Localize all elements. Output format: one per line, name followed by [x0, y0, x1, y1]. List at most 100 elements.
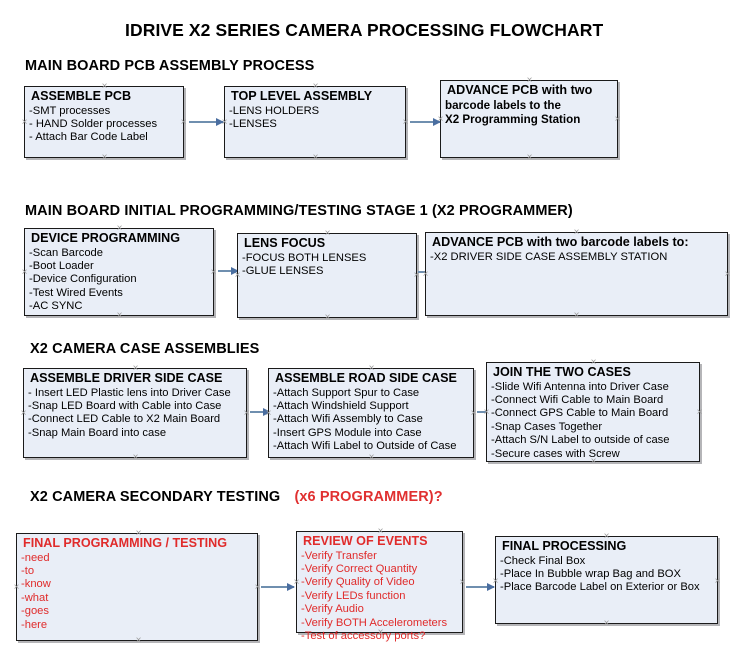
box-line: -Connect Wifi Cable to Main Board — [491, 394, 664, 407]
connector-handle-left[interactable] — [292, 578, 301, 587]
box-line: - Attach Bar Code Label — [29, 131, 148, 144]
box-title: ASSEMBLE PCB — [31, 89, 132, 103]
box-line: -know — [21, 578, 51, 591]
box-title: ADVANCE PCB with two — [447, 83, 593, 97]
connector-handle-top[interactable] — [134, 529, 143, 538]
connector-handle-left[interactable] — [421, 270, 430, 279]
box-line: -LENSES — [229, 118, 277, 131]
box-line: X2 Programming Station — [445, 112, 581, 126]
process-box-device-programming[interactable]: DEVICE PROGRAMMING -Scan Barcode -Boot L… — [24, 228, 214, 316]
connector-handle-top[interactable] — [131, 364, 140, 373]
connector-handle-bottom[interactable] — [525, 153, 534, 162]
box-line: -Attach Support Spur to Case — [273, 386, 420, 399]
connector-handle-left[interactable] — [19, 409, 28, 418]
connector-handle-bottom[interactable] — [131, 453, 140, 462]
process-box-join-the-two-cases[interactable]: JOIN THE TWO CASES -Slide Wifi Antenna i… — [486, 362, 700, 462]
connector-handle-right[interactable] — [723, 270, 732, 279]
box-line: -Snap Main Board into case — [28, 426, 167, 439]
box-line: -Secure cases with Screw — [491, 447, 620, 460]
connector-handle-top[interactable] — [602, 532, 611, 541]
box-line: -LENS HOLDERS — [229, 104, 320, 117]
box-title: REVIEW OF EVENTS — [303, 534, 428, 548]
connector-handle-left[interactable] — [264, 409, 273, 418]
section-heading-main-board-pcb-assembly-process: MAIN BOARD PCB ASSEMBLY PROCESS — [25, 58, 314, 74]
connector-handle-right[interactable] — [179, 118, 188, 127]
connector-handle-left[interactable] — [436, 115, 445, 124]
connector-handle-bottom[interactable] — [602, 619, 611, 628]
connector-handle-top[interactable] — [525, 76, 534, 85]
box-line: - Insert LED Plastic lens into Driver Ca… — [28, 386, 231, 399]
connector-handle-left[interactable] — [20, 268, 29, 277]
connector-handle-left[interactable] — [491, 577, 500, 586]
connector-handle-right[interactable] — [695, 408, 704, 417]
process-box-top-level-assembly[interactable]: TOP LEVEL ASSEMBLY -LENS HOLDERS -LENSES — [224, 86, 406, 158]
section-heading-text: MAIN BOARD PCB ASSEMBLY PROCESS — [25, 58, 315, 74]
section-heading-main-board-initial-programming-testing-stage-1: MAIN BOARD INITIAL PROGRAMMING/TESTING S… — [25, 203, 573, 219]
connector-handle-top[interactable] — [100, 82, 109, 91]
connector-handle-bottom[interactable] — [134, 636, 143, 645]
box-line: -Attach Wifi Label to Outside of Case — [273, 440, 457, 453]
process-box-advance-pcb-to-driver-side-case-assembly[interactable]: ADVANCE PCB with two barcode labels to: … — [425, 232, 728, 316]
connector-handle-bottom[interactable] — [376, 628, 385, 637]
connector-handle-bottom[interactable] — [323, 313, 332, 322]
section-heading-x2-camera-secondary-testing: X2 CAMERA SECONDARY TESTING (x6 PROGRAMM… — [30, 489, 443, 505]
connector-handle-top[interactable] — [376, 527, 385, 536]
box-line: -AC SYNC — [29, 300, 83, 313]
box-title: LENS FOCUS — [244, 236, 326, 250]
connector-handle-top[interactable] — [572, 228, 581, 237]
box-line: -Insert GPS Module into Case — [273, 426, 422, 439]
process-box-assemble-driver-side-case[interactable]: ASSEMBLE DRIVER SIDE CASE - Insert LED P… — [23, 368, 247, 458]
connector-handle-left[interactable] — [220, 118, 229, 127]
box-line: -FOCUS BOTH LENSES — [242, 251, 367, 264]
connector-handle-bottom[interactable] — [311, 153, 320, 162]
box-title: TOP LEVEL ASSEMBLY — [231, 89, 373, 103]
process-box-advance-pcb-to-x2-programming-station[interactable]: ADVANCE PCB with two barcode labels to t… — [440, 80, 618, 158]
process-box-final-processing[interactable]: FINAL PROCESSING -Check Final Box -Place… — [495, 536, 718, 624]
connector-handle-bottom[interactable] — [572, 311, 581, 320]
box-line: -Verify LEDs function — [301, 589, 406, 602]
connector-handle-top[interactable] — [311, 82, 320, 91]
box-title: DEVICE PROGRAMMING — [31, 231, 181, 245]
connector-handle-bottom[interactable] — [589, 457, 598, 466]
box-line: -Snap Cases Together — [491, 420, 603, 433]
connector-handle-right[interactable] — [713, 577, 722, 586]
connector-handle-top[interactable] — [589, 358, 598, 367]
box-line: -Attach Windshield Support — [273, 400, 409, 413]
section-heading-text: X2 CAMERA CASE ASSEMBLIES — [30, 341, 260, 357]
process-box-assemble-pcb[interactable]: ASSEMBLE PCB -SMT processes - HAND Solde… — [24, 86, 184, 158]
connector-handle-bottom[interactable] — [100, 153, 109, 162]
box-line: -goes — [21, 605, 49, 618]
connector-handle-bottom[interactable] — [367, 453, 376, 462]
connector-arrow — [466, 582, 495, 591]
connector-handle-top[interactable] — [323, 229, 332, 238]
process-box-final-programming-testing[interactable]: FINAL PROGRAMMING / TESTING -need -to -k… — [16, 533, 258, 641]
box-line: -Scan Barcode — [29, 246, 104, 259]
connector-handle-top[interactable] — [367, 364, 376, 373]
box-line: -Verify Quality of Video — [301, 576, 415, 589]
connector-handle-right[interactable] — [401, 118, 410, 127]
box-line: -Verify Audio — [301, 603, 364, 616]
box-line: barcode labels to the — [445, 98, 561, 112]
page-title: IDRIVE X2 SERIES CAMERA PROCESSING FLOWC… — [125, 20, 604, 40]
box-line: -Snap LED Board with Cable into Case — [28, 400, 222, 413]
connector-handle-top[interactable] — [115, 224, 124, 233]
box-title: FINAL PROGRAMMING / TESTING — [23, 536, 228, 550]
process-box-lens-focus[interactable]: LENS FOCUS -FOCUS BOTH LENSES -GLUE LENS… — [237, 233, 417, 318]
box-line: -X2 DRIVER SIDE CASE ASSEMBLY STATION — [430, 250, 668, 263]
box-line: -Connect LED Cable to X2 Main Board — [28, 413, 221, 426]
box-title: FINAL PROCESSING — [502, 539, 627, 553]
connector-handle-left[interactable] — [12, 583, 21, 592]
connector-handle-left[interactable] — [233, 271, 242, 280]
box-line: -Place In Bubble wrap Bag and BOX — [500, 568, 681, 581]
box-line: - HAND Solder processes — [29, 118, 158, 131]
connector-handle-left[interactable] — [20, 118, 29, 127]
connector-handle-right[interactable] — [613, 115, 622, 124]
box-title: ADVANCE PCB with two barcode labels to: — [432, 235, 689, 249]
connector-handle-left[interactable] — [482, 408, 491, 417]
box-title: ASSEMBLE ROAD SIDE CASE — [275, 371, 457, 385]
connector-handle-right[interactable] — [209, 268, 218, 277]
connector-handle-bottom[interactable] — [115, 311, 124, 320]
box-line: -SMT processes — [29, 104, 111, 117]
process-box-review-of-events[interactable]: REVIEW OF EVENTS -Verify Transfer -Verif… — [296, 531, 463, 642]
process-box-assemble-road-side-case[interactable]: ASSEMBLE ROAD SIDE CASE -Attach Support … — [268, 368, 474, 458]
